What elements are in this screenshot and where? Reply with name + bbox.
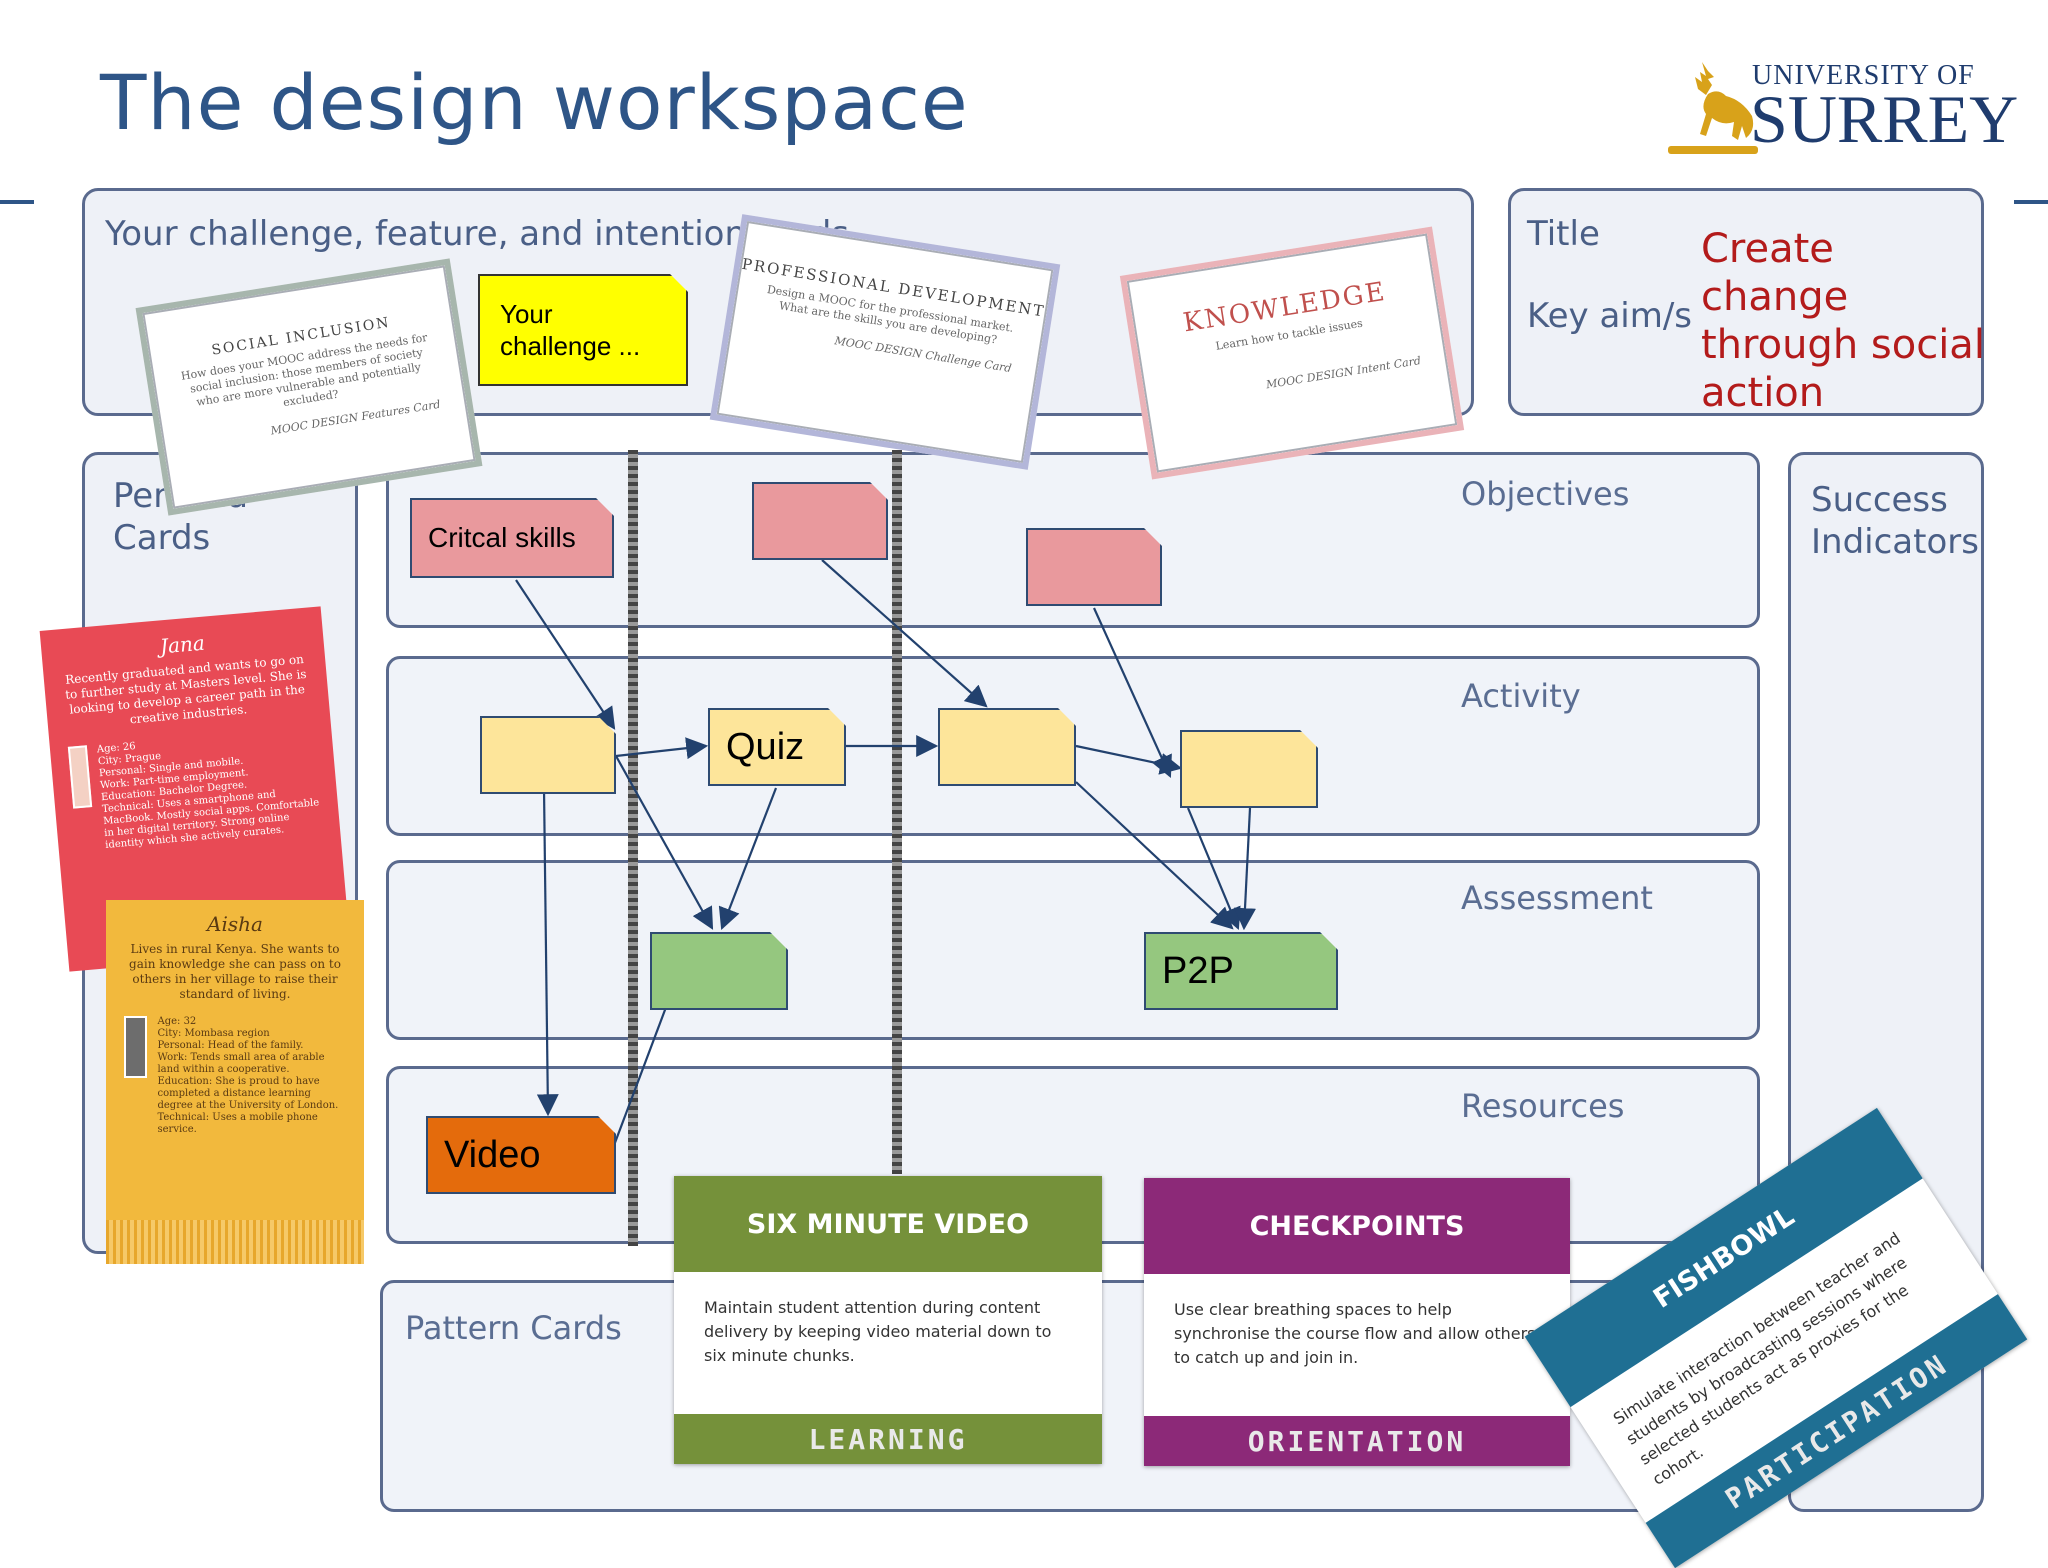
key-aims-label: Key aim/s [1527, 296, 1693, 336]
six-minute-video-title: SIX MINUTE VIDEO [674, 1176, 1102, 1272]
band-objectives-label: Objectives [1461, 475, 1630, 513]
persona-aisha-detail: Age: 32 [157, 1016, 197, 1027]
persona-aisha-detail: Education: She is proud to have complete… [157, 1076, 339, 1111]
checkpoints-body: Use clear breathing spaces to help synch… [1174, 1300, 1536, 1367]
arrow-objective-to-activity [821, 559, 988, 708]
edge-marker-right [2014, 200, 2048, 204]
arrow-activity-to-p2p-2 [1186, 807, 1241, 931]
arrow-activity-to-video [536, 787, 559, 1117]
persona-card-aisha[interactable]: Aisha Lives in rural Kenya. She wants to… [106, 900, 364, 1264]
video-note[interactable]: Video [426, 1116, 616, 1194]
flow-arrows [515, 559, 1256, 1157]
timeline-divider-1 [628, 450, 638, 1246]
stag-icon [1668, 62, 1758, 154]
six-minute-video-category: LEARNING [674, 1414, 1102, 1464]
activity-note-3[interactable] [938, 708, 1076, 786]
activity-note-4[interactable] [1180, 730, 1318, 808]
your-challenge-note[interactable]: Your challenge ... [478, 274, 688, 386]
persona-aisha-bio: Lives in rural Kenya. She wants to gain … [129, 942, 341, 1001]
arrow-activity-to-quiz [615, 737, 709, 760]
logo-line2: SURREY [1750, 81, 2019, 157]
edge-marker-left [0, 200, 34, 204]
arrow-activity-to-p2p [1075, 781, 1234, 930]
persona-aisha-grass-pattern [106, 1220, 364, 1264]
band-resources-label: Resources [1461, 1087, 1625, 1125]
arrow-quiz-to-assessment [718, 787, 778, 931]
arrow-critical-skills-to-activity [515, 579, 616, 730]
title-value: Create change through social action [1701, 226, 1985, 416]
pattern-card-checkpoints[interactable]: CHECKPOINTS Use clear breathing spaces t… [1144, 1178, 1570, 1466]
persona-aisha-detail: Technical: Uses a mobile phone service. [157, 1112, 318, 1135]
title-label: Title [1527, 214, 1600, 254]
arrow-video-to-assessment [608, 983, 678, 1157]
persona-aisha-name: Aisha [207, 912, 263, 936]
persona-aisha-detail: Work: Tends small area of arable land wi… [157, 1052, 325, 1075]
objective-note-2[interactable] [752, 482, 888, 560]
persona-aisha-avatar [124, 1016, 148, 1078]
activity-note-1[interactable] [480, 716, 616, 794]
challenge-panel-label: Your challenge, feature, and intention c… [105, 214, 850, 254]
quiz-note[interactable]: Quiz [708, 708, 846, 786]
page-title: The design workspace [100, 58, 969, 147]
logo-line1: UNIVERSITY OF [1752, 60, 1975, 91]
assessment-note-1[interactable] [650, 932, 788, 1010]
arrow-activity-to-p2p-3 [1234, 807, 1256, 931]
persona-aisha-detail: Personal: Head of the family. [157, 1040, 304, 1051]
band-activity-label: Activity [1461, 677, 1581, 715]
arrow-objective-to-activity-2 [1092, 607, 1172, 779]
band-assessment-label: Assessment [1461, 879, 1653, 917]
arrow-activity-to-assessment [615, 755, 714, 930]
six-minute-video-body: Maintain student attention during conten… [704, 1298, 1052, 1365]
objective-note-3[interactable] [1026, 528, 1162, 606]
success-panel-label: Success Indicators [1811, 480, 1979, 562]
title-panel: Title Key aim/s Create change through so… [1508, 188, 1985, 416]
p2p-note[interactable]: P2P [1144, 932, 1338, 1010]
checkpoints-title: CHECKPOINTS [1144, 1178, 1570, 1274]
university-logo: UNIVERSITY OF SURREY [1662, 54, 2018, 164]
band-assessment: Assessment [386, 860, 1760, 1040]
checkpoints-category: ORIENTATION [1144, 1416, 1570, 1466]
pattern-card-six-minute-video[interactable]: SIX MINUTE VIDEO Maintain student attent… [674, 1176, 1102, 1464]
persona-aisha-detail: City: Mombasa region [157, 1028, 270, 1039]
timeline-divider-2 [892, 450, 902, 1174]
pattern-panel-label: Pattern Cards [405, 1309, 622, 1347]
critical-skills-note[interactable]: Critcal skills [410, 498, 614, 578]
